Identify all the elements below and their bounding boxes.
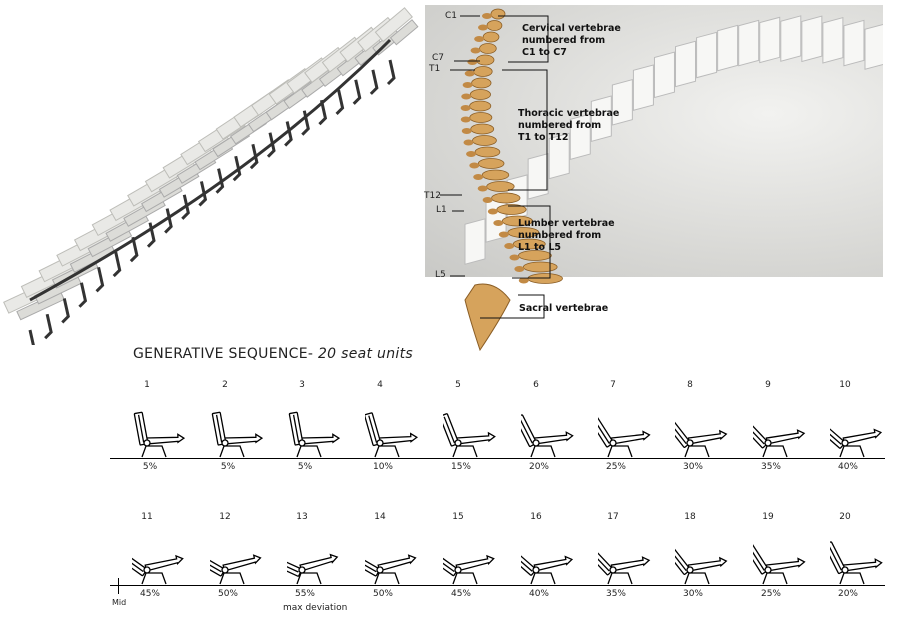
seat-deviation: 5% [220,462,236,472]
seat-unit-icon [287,553,339,585]
seat-deviation: 30% [682,462,703,472]
spine-illustration [440,8,563,352]
seat-unit-icon [521,414,574,458]
thoracic-label: Thoracic vertebrae numbered from T1 to T… [518,108,619,144]
seat-unit-icon [365,552,417,585]
lumbar-label: Lumber vertebrae numbered from L1 to L5 [518,218,615,254]
seat-number: 18 [684,512,696,522]
seat-number: 17 [607,512,619,522]
seat-number: 1 [144,380,150,390]
seat-unit-icon [675,417,728,458]
seat-deviation: 55% [294,589,315,599]
spine-panel [425,5,886,277]
seat-unit-icon [830,421,883,458]
seat-unit-icon [443,550,495,585]
max-deviation-label: max deviation [283,603,348,613]
title-italic: 20 seat units [317,346,413,362]
seat-number: 3 [299,380,305,390]
seat-deviation: 25% [760,589,781,599]
marker-c7: C7 [432,53,445,63]
seat-deviation: 25% [605,462,626,472]
seat-deviation: 50% [372,589,393,599]
seat-deviation: 15% [450,462,471,472]
seat-unit-icon [365,412,419,458]
seat-deviation: 50% [217,589,238,599]
lumbar-line: Lumber vertebrae [518,218,615,229]
cervical-label: Cervical vertebrae numbered from C1 to C… [522,23,621,59]
seat-number: 16 [530,512,542,522]
seat-number: 2 [222,380,228,390]
seat-unit-icon [288,411,341,458]
seat-number: 11 [141,512,153,522]
thoracic-line: Thoracic vertebrae [518,108,620,119]
seat-number: 9 [765,380,771,390]
seat-deviation: 10% [372,462,393,472]
seat-unit-icon [598,415,651,458]
seat-unit-icon [753,419,806,458]
seat-number: 8 [687,380,693,390]
seat-unit-icon [753,542,806,585]
seat-deviation: 30% [682,589,703,599]
seat-number: 13 [296,512,308,522]
seat-deviation: 45% [450,589,471,599]
row-baseline-1 [110,458,885,459]
seat-unit-icon [211,411,264,458]
seat-deviation: 45% [139,589,160,599]
marker-c1: C1 [445,11,458,21]
seat-number: 6 [533,380,539,390]
marker-l1: L1 [436,205,447,215]
mid-label: Mid [112,598,127,607]
seat-unit-icon [830,541,883,585]
seat-unit-icon [675,544,728,585]
seat-deviation: 40% [837,462,858,472]
seat-number: 19 [762,512,774,522]
seat-row-render [3,7,419,345]
marker-t1: T1 [429,64,441,74]
seat-deviation: 5% [142,462,158,472]
seat-unit-icon [132,550,184,585]
seat-number: 14 [374,512,386,522]
seat-deviation: 20% [837,589,858,599]
marker-l5: L5 [435,270,446,280]
seat-deviation: 5% [297,462,313,472]
row-baseline-2 [110,585,885,586]
seat-deviation: 40% [528,589,549,599]
title-main: GENERATIVE SEQUENCE- [133,346,318,362]
thoracic-line: T1 to T12 [518,132,569,143]
sacral-label: Sacral vertebrae [519,303,609,314]
sequence-title: GENERATIVE SEQUENCE- 20 seat units [133,346,413,362]
seat-unit-icon [443,413,496,458]
mid-tick [118,578,119,594]
seat-number: 12 [219,512,231,522]
seat-deviation: 35% [605,589,626,599]
seat-unit-icon [133,411,186,458]
seat-number: 7 [610,380,616,390]
marker-t12: T12 [424,191,441,201]
slab [374,7,419,86]
seat-number: 20 [839,512,851,522]
seat-number: 15 [452,512,464,522]
seat-number: 4 [377,380,383,390]
seat-deviation: 20% [528,462,549,472]
seat-number: 5 [455,380,461,390]
cervical-line: numbered from [522,35,606,46]
seat-unit-icon [521,548,574,585]
lumbar-line: L1 to L5 [518,242,562,253]
seat-unit-icon [210,552,262,585]
thoracic-line: numbered from [518,120,602,131]
seat-number: 10 [839,380,851,390]
lumbar-line: numbered from [518,230,602,241]
seat-deviation: 35% [760,462,781,472]
seat-unit-icon [598,546,651,585]
curved-bench-render [464,15,886,265]
cervical-line: Cervical vertebrae [522,23,621,34]
cervical-line: C1 to C7 [522,47,567,58]
